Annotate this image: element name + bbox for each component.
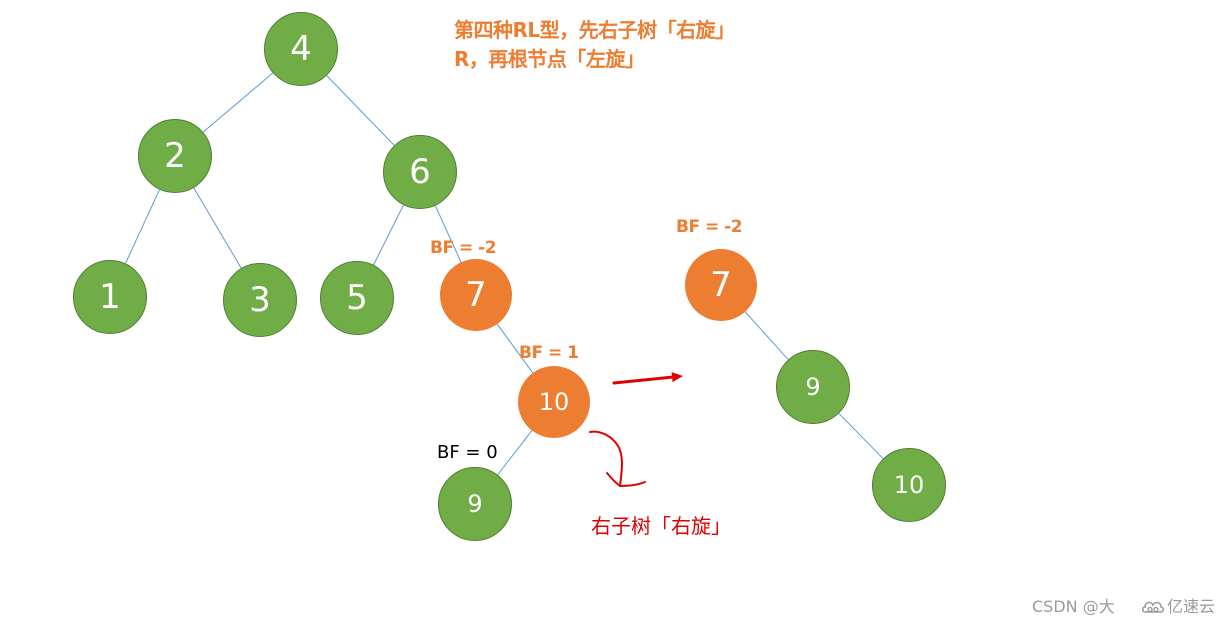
node-value: 5 (346, 278, 368, 318)
right-tree-node-7: 7 (685, 249, 757, 321)
balance-factor-r7: BF = -2 (676, 217, 743, 237)
title-line-1: 第四种RL型，先右子树「右旋」 (454, 18, 735, 42)
tree-edge-r9-r10 (838, 413, 884, 459)
left-tree-node-9: 9 (438, 467, 512, 541)
yisu-watermark-text: 亿速云 (1167, 597, 1216, 616)
balance-factor-n9: BF = 0 (437, 442, 498, 463)
csdn-watermark: CSDN @大 (1032, 597, 1115, 616)
left-tree-node-4: 4 (264, 12, 338, 86)
tree-edge-n2-n3 (193, 187, 242, 269)
tree-edge-n4-n6 (326, 75, 395, 146)
balance-factor-n10: BF = 1 (519, 343, 579, 363)
left-tree-node-1: 1 (73, 260, 147, 334)
tree-edge-n6-n5 (373, 204, 404, 266)
node-value: 7 (710, 265, 732, 305)
node-value: 1 (99, 277, 121, 317)
left-tree-node-10: 10 (518, 366, 590, 438)
tree-edge-n2-n1 (125, 189, 160, 264)
rotate-right-subtree-label: 右子树「右旋」 (591, 514, 731, 538)
tree-edge-n10-n9 (497, 430, 533, 476)
right-tree-node-9: 9 (776, 350, 850, 424)
left-tree-node-5: 5 (320, 261, 394, 335)
transform-arrow-icon (612, 372, 683, 385)
left-tree-node-7: 7 (440, 259, 512, 331)
node-value: 2 (164, 136, 186, 176)
node-value: 3 (249, 280, 271, 320)
node-value: 6 (409, 152, 431, 192)
tree-edge-n4-n2 (202, 72, 274, 133)
node-value: 7 (465, 275, 487, 315)
left-tree-node-3: 3 (223, 263, 297, 337)
tree-edge-n7-n10 (496, 323, 534, 374)
cloud-logo-icon (1142, 601, 1164, 613)
title-line-2: R，再根节点「左旋」 (454, 47, 645, 71)
left-tree-node-2: 2 (138, 119, 212, 193)
rotate-arrow-icon (589, 430, 646, 488)
node-value: 9 (805, 373, 821, 401)
node-value: 4 (290, 29, 312, 69)
yisu-watermark: 亿速云 (1142, 599, 1215, 615)
node-value: 9 (467, 490, 483, 518)
node-value: 10 (893, 471, 925, 499)
node-value: 10 (538, 388, 570, 416)
diagram-title: 第四种RL型，先右子树「右旋」 R，再根节点「左旋」 (454, 16, 735, 74)
balance-factor-n7: BF = -2 (430, 238, 497, 258)
tree-edge-r7-r9 (744, 311, 789, 360)
right-tree-node-10: 10 (872, 448, 946, 522)
left-tree-node-6: 6 (383, 135, 457, 209)
tree-edge-n6-n7 (434, 205, 462, 263)
